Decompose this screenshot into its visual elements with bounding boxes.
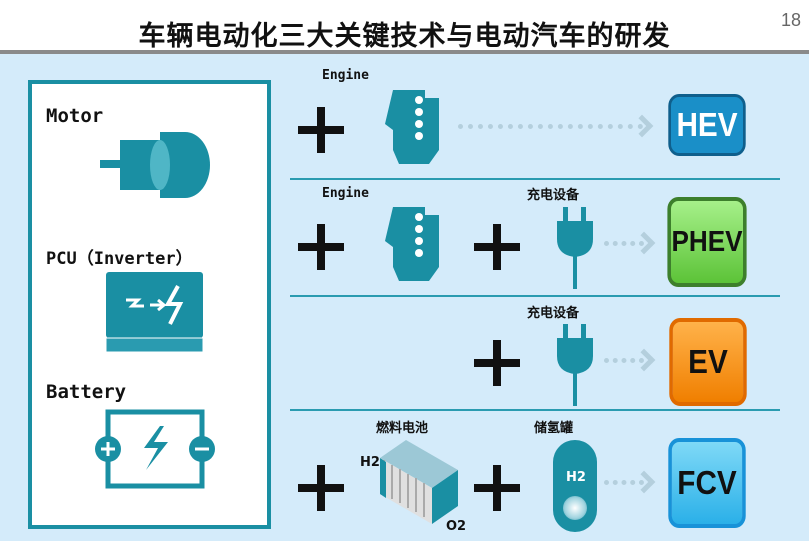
charger-label: 充电设备 <box>527 188 580 203</box>
plus-icon <box>298 465 344 511</box>
inverter-icon <box>106 272 203 353</box>
plus-icon <box>474 465 520 511</box>
row-divider <box>290 409 780 411</box>
plus-icon <box>474 340 520 386</box>
flow-dots <box>604 480 644 485</box>
pcu-label: PCU（Inverter） <box>46 249 193 269</box>
flow-dots <box>458 124 643 129</box>
charging-plug-icon <box>557 207 593 289</box>
phev-badge: PHEV <box>667 197 747 287</box>
plus-icon <box>298 224 344 270</box>
o2-output-label: O2 <box>446 519 467 534</box>
battery-icon <box>95 409 215 489</box>
page-number: 18 <box>780 10 801 30</box>
charger-label: 充电设备 <box>527 306 580 321</box>
battery-label: Battery <box>46 381 127 403</box>
title-divider <box>0 50 809 54</box>
hydrogen-bubble <box>563 496 587 520</box>
page-title: 车辆电动化三大关键技术与电动汽车的研发 <box>138 21 671 52</box>
flow-dots <box>604 358 644 363</box>
hydrogen-tank-label: 储氢罐 <box>534 421 574 436</box>
hydrogen-tank-icon: H2 <box>553 440 597 532</box>
hev-badge: HEV <box>668 94 746 156</box>
row-divider <box>290 295 780 297</box>
tank-h2-label: H2 <box>566 470 586 485</box>
plus-icon <box>474 224 520 270</box>
ev-badge: EV <box>669 318 747 406</box>
fuel-cell-label: 燃料电池 <box>376 421 429 436</box>
flow-dots <box>604 241 644 246</box>
engine-icon <box>385 90 439 164</box>
h2-input-label: H2 <box>360 455 380 470</box>
motor-icon <box>100 132 210 198</box>
row-divider <box>290 178 780 180</box>
motor-label: Motor <box>46 105 104 127</box>
fuel-cell-stack-icon <box>380 440 458 524</box>
fcv-badge: FCV <box>668 438 746 528</box>
engine-icon <box>385 207 439 281</box>
engine-label: Engine <box>322 68 369 83</box>
engine-label: Engine <box>322 186 369 201</box>
plus-icon <box>298 107 344 153</box>
charging-plug-icon <box>557 324 593 406</box>
